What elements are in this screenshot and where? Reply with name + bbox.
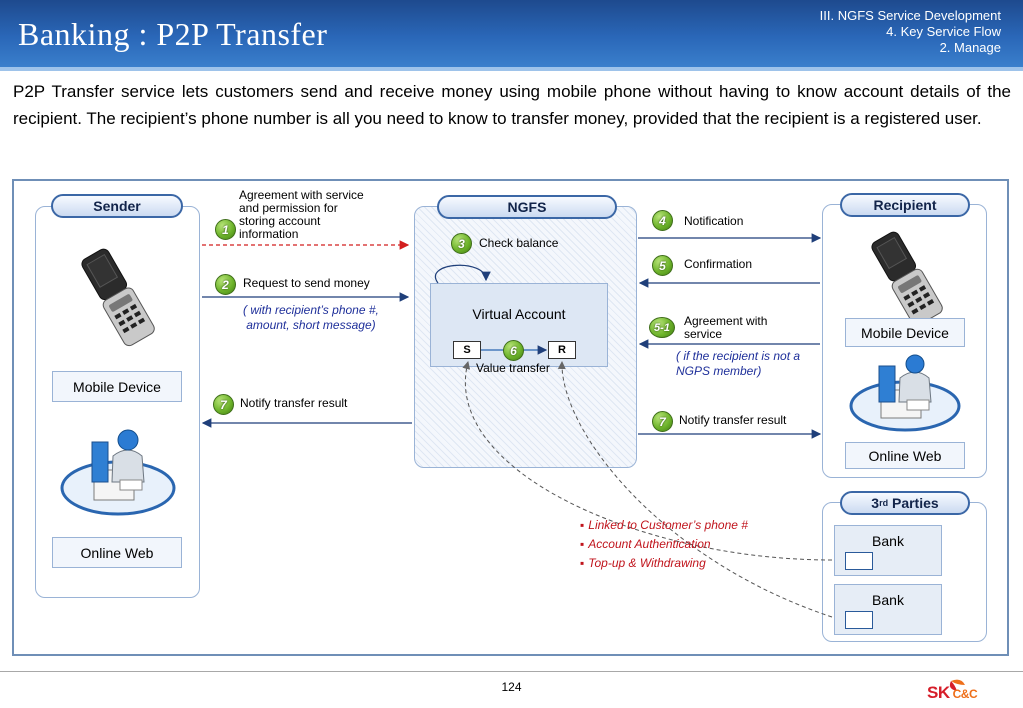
step-4-label: Notification xyxy=(684,214,744,228)
step-7-sender-badge: 7 xyxy=(213,394,234,415)
intro-paragraph: P2P Transfer service lets customers send… xyxy=(13,82,1011,128)
bank-2-icon xyxy=(845,611,873,629)
page-number: 124 xyxy=(501,680,522,694)
step-1-line: information xyxy=(239,227,299,241)
step-5-badge: 5 xyxy=(652,255,673,276)
step-3-badge: 3 xyxy=(451,233,472,254)
logo-sub-text: C&C xyxy=(952,687,978,701)
step-1-badge: 1 xyxy=(215,219,236,240)
ngfs-title: NGFS xyxy=(437,195,617,219)
bank-2: Bank xyxy=(834,584,942,635)
sender-title: Sender xyxy=(51,194,183,218)
step-2-note: ( with recipient’s phone #, amount, shor… xyxy=(243,303,379,333)
header-bar xyxy=(0,0,1023,67)
sender-account-s: S xyxy=(453,341,481,359)
third-parties-title-num: 3 xyxy=(871,495,880,511)
third-parties-title-sup: rd xyxy=(879,498,889,508)
value-transfer-label: Value transfer xyxy=(476,361,550,375)
third-party-note: Account Authentication xyxy=(580,535,748,554)
virtual-account-label: Virtual Account xyxy=(472,306,566,322)
recipient-flip-phone-icon xyxy=(871,231,943,326)
step-5-1-note-line: ( if the recipient is not a xyxy=(676,349,801,363)
bank-1-label: Bank xyxy=(872,533,904,549)
step-2-note-line: amount, short message) xyxy=(246,318,376,332)
third-party-note: Linked to Customer’s phone # xyxy=(580,516,748,535)
step-5-1-label: Agreement with service xyxy=(684,315,767,341)
step-5-label: Confirmation xyxy=(684,257,753,271)
step-5-1-note-line: NGPS member) xyxy=(676,364,762,378)
step-1-line: storing account xyxy=(239,214,321,228)
breadcrumb-item: 2. Manage xyxy=(939,40,1001,55)
logo-butterfly-icon xyxy=(949,679,965,691)
step-7-recipient-badge: 7 xyxy=(652,411,673,432)
third-party-note: Top-up & Withdrawing xyxy=(580,554,748,573)
step-2-label: Request to send money xyxy=(243,276,370,290)
bank-1-icon xyxy=(845,552,873,570)
logo-main-text: SK xyxy=(927,683,950,702)
bank-1: Bank xyxy=(834,525,942,576)
bank-2-label: Bank xyxy=(872,592,904,608)
breadcrumb: III. NGFS Service Development 4. Key Ser… xyxy=(820,8,1001,56)
recipient-account-r: R xyxy=(548,341,576,359)
step-5-1-badge: 5-1 xyxy=(649,317,675,338)
header-underline xyxy=(0,67,1023,71)
recipient-online-web: Online Web xyxy=(845,442,965,469)
step-2-badge: 2 xyxy=(215,274,236,295)
sender-flip-phone-icon xyxy=(81,248,155,347)
recipient-mobile-device: Mobile Device xyxy=(845,318,965,347)
step-1-line: Agreement with service xyxy=(239,188,364,202)
step-3-label: Check balance xyxy=(479,236,559,250)
step-5-1-note: ( if the recipient is not a NGPS member) xyxy=(676,349,800,379)
step-7-recipient-label: Notify transfer result xyxy=(679,413,787,427)
step-7-sender-label: Notify transfer result xyxy=(240,396,348,410)
recipient-computer-user-icon xyxy=(849,354,961,432)
third-party-notes: Linked to Customer’s phone # Account Aut… xyxy=(580,516,748,573)
step-1-label: Agreement with service and permission fo… xyxy=(239,189,364,241)
breadcrumb-subsection: 4. Key Service Flow xyxy=(886,24,1001,39)
page-title: Banking : P2P Transfer xyxy=(18,16,328,52)
footer-divider xyxy=(0,671,1023,672)
step-6-badge: 6 xyxy=(503,340,524,361)
step-4-badge: 4 xyxy=(652,210,673,231)
third-parties-title-rest: Parties xyxy=(888,495,939,511)
step-2-note-line: ( with recipient’s phone #, xyxy=(243,303,379,317)
sender-mobile-device: Mobile Device xyxy=(52,371,182,402)
step-1-line: and permission for xyxy=(239,201,338,215)
recipient-title: Recipient xyxy=(840,193,970,217)
step-5-1-line: Agreement with xyxy=(684,314,768,328)
sender-computer-user-icon xyxy=(60,429,176,516)
sender-online-web: Online Web xyxy=(52,537,182,568)
step-5-1-line: service xyxy=(684,327,723,341)
breadcrumb-section: III. NGFS Service Development xyxy=(819,8,1001,23)
